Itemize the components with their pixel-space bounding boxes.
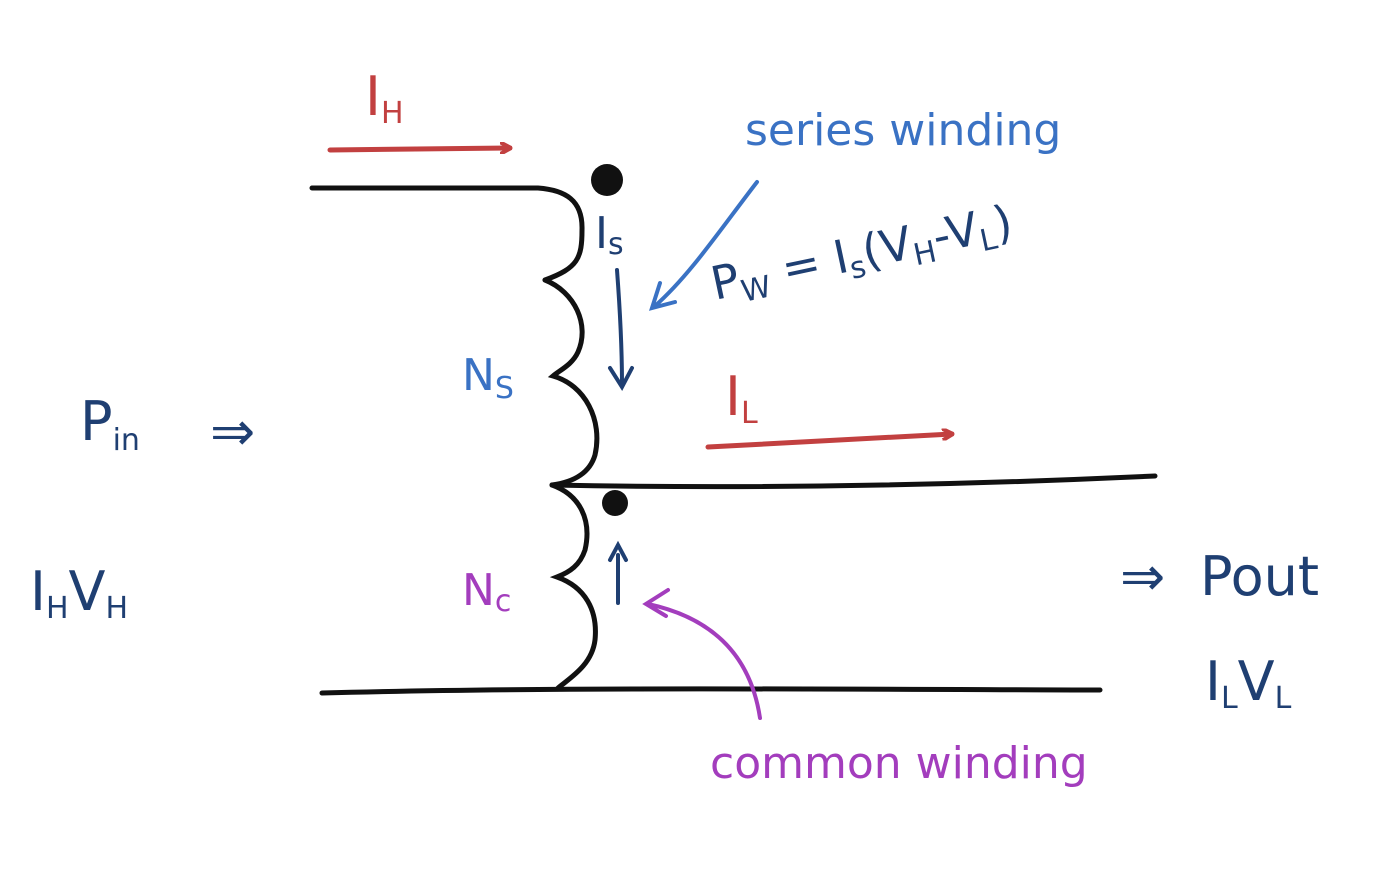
series-winding-pointer	[648, 180, 759, 311]
common-return-wire	[319, 686, 1103, 696]
i-series-arrow	[608, 268, 634, 391]
series-polarity-dot	[591, 164, 623, 196]
common-winding-coil	[549, 482, 598, 691]
common-current-arrow	[608, 540, 628, 605]
p-in-arrow: ⇒	[210, 400, 255, 463]
i-low-label: IL	[725, 365, 758, 431]
common-polarity-dot	[602, 490, 628, 516]
series-winding-coil	[542, 277, 600, 488]
p-out-arrow: ⇒	[1120, 545, 1165, 608]
low-voltage-output-wire	[549, 473, 1158, 490]
series-winding-label: series winding	[745, 105, 1061, 156]
common-winding-label: common winding	[710, 738, 1088, 789]
high-voltage-input-wire	[309, 185, 585, 283]
i-high-label: IH	[365, 65, 404, 131]
n-common-label: Nc	[462, 565, 511, 619]
n-series-label: NS	[462, 350, 514, 406]
common-winding-pointer	[642, 588, 762, 720]
p-out-label: Pout	[1200, 545, 1319, 608]
i-high-arrow	[327, 148, 513, 150]
i-series-label: Is	[595, 208, 624, 262]
i-low-arrow	[705, 434, 955, 450]
p-in-label: Pin	[80, 390, 140, 458]
input-power-expression: IHVH	[30, 560, 128, 626]
output-power-expression: ILVL	[1205, 650, 1292, 716]
winding-power-equation: PW = Is(VH-VL)	[706, 194, 1018, 315]
